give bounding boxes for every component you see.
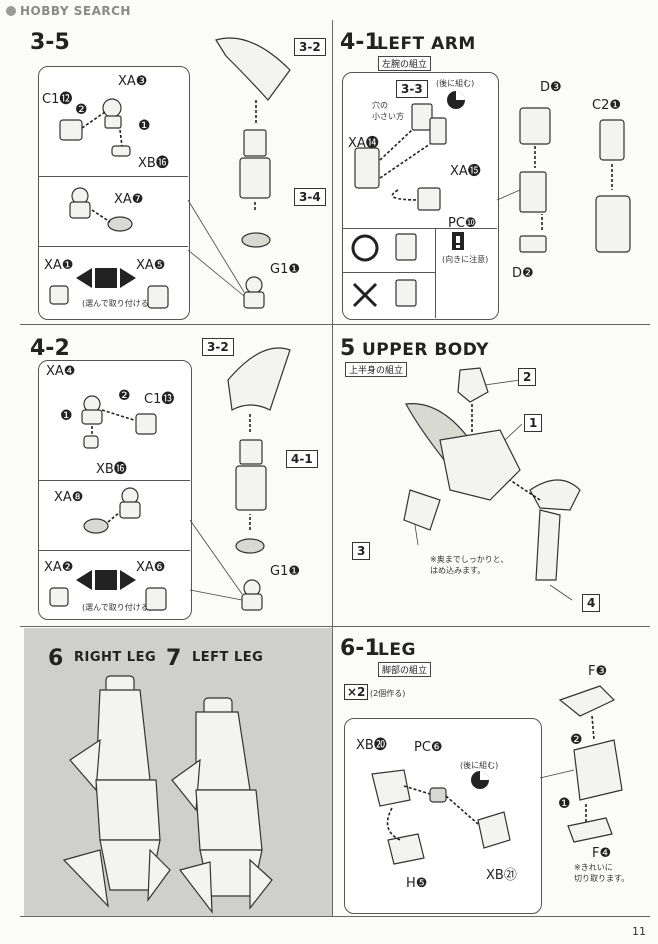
part-label: PC❿	[448, 216, 477, 231]
step-ref-tag: 3-2	[202, 338, 234, 356]
note: (2個作る)	[370, 689, 406, 698]
part-label: F❸	[588, 664, 608, 679]
part-label: XA❽	[54, 490, 84, 505]
part-label: XB⓰	[96, 462, 127, 477]
part-label: XB㉑	[486, 868, 517, 883]
part-label: XA❶	[44, 258, 74, 273]
part-label: XA❼	[114, 192, 144, 207]
quantity-badge: ×2	[344, 684, 369, 700]
part-label: XA❸	[118, 74, 148, 89]
part-label: XA❺	[136, 258, 166, 273]
part-label: C1⓬	[42, 92, 73, 107]
divider	[332, 20, 333, 916]
part-label: D❸	[540, 80, 562, 95]
part-label: XA❹	[46, 364, 76, 379]
step-number: 7	[166, 646, 182, 671]
step-ref-tag: 4-1	[286, 450, 318, 468]
section-title: LEG	[378, 640, 416, 660]
watermark: HOBBY SEARCH	[6, 4, 131, 18]
part-label: XB⓴	[356, 738, 387, 753]
part-label: D❷	[512, 266, 534, 281]
part-label: G1❶	[270, 262, 300, 277]
note: ※奥までしっかりと、 はめ込みます。	[430, 555, 509, 575]
divider	[342, 228, 497, 229]
part-label: XB⓰	[138, 156, 169, 171]
step-number: 6-1	[340, 636, 380, 661]
step-ref-tag: 3-2	[294, 38, 326, 56]
step-number: 6	[48, 646, 64, 671]
sub-box	[344, 718, 542, 914]
part-label: XA⓯	[450, 164, 481, 179]
note: (後に組む)	[460, 761, 499, 770]
section-subtitle: 左腕の組立	[378, 56, 432, 71]
part-label: XA❻	[136, 560, 166, 575]
step-ref-tag: 3-4	[294, 188, 326, 206]
section-title: UPPER BODY	[362, 340, 489, 360]
divider	[342, 272, 435, 273]
step-ref-tag: 3	[352, 542, 371, 560]
section-title: LEFT LEG	[192, 650, 264, 665]
divider	[20, 916, 650, 917]
divider	[20, 324, 650, 325]
order-marker: ❷	[118, 388, 131, 404]
step-number: 5	[340, 336, 356, 361]
divider	[38, 480, 190, 481]
step-number: 4-2	[30, 336, 70, 361]
page-number: 11	[632, 925, 646, 938]
divider	[38, 246, 188, 247]
order-marker: ❷	[75, 102, 88, 118]
order-marker: ❷	[570, 732, 583, 748]
note: 穴の 小さい方	[372, 101, 404, 121]
part-label: PC❻	[414, 740, 443, 755]
order-marker: ❶	[60, 408, 73, 424]
divider	[20, 626, 650, 627]
note: (後に組む)	[436, 79, 475, 88]
step-ref-tag: 1	[524, 414, 543, 432]
part-label: C2❶	[592, 98, 622, 113]
divider	[38, 176, 188, 177]
part-label: H❺	[406, 876, 428, 891]
step-number: 3-5	[30, 30, 70, 55]
note: (選んで取り付ける)	[82, 603, 152, 612]
step-ref-tag: 2	[518, 368, 537, 386]
section-subtitle: 上半身の組立	[345, 362, 408, 377]
divider	[38, 550, 190, 551]
note: (選んで取り付ける)	[82, 299, 152, 308]
step-number: 4-1	[340, 30, 380, 55]
logo-icon	[6, 6, 16, 16]
step-ref-tag: 3-3	[396, 80, 428, 98]
part-label: XA❷	[44, 560, 74, 575]
note: ※きれいに 切り取ります。	[574, 863, 630, 883]
order-marker: ❶	[138, 118, 151, 134]
part-label: F❹	[592, 846, 612, 861]
section-subtitle: 脚部の組立	[378, 662, 432, 677]
part-label: XA⓮	[348, 136, 379, 151]
part-label: C1⓭	[144, 392, 175, 407]
divider	[435, 228, 436, 318]
note: (向きに注意)	[442, 255, 489, 264]
part-label: G1❶	[270, 564, 300, 579]
section-title: RIGHT LEG	[74, 650, 157, 665]
step-ref-tag: 4	[582, 594, 601, 612]
section-title: LEFT ARM	[377, 34, 476, 54]
order-marker: ❶	[558, 796, 571, 812]
